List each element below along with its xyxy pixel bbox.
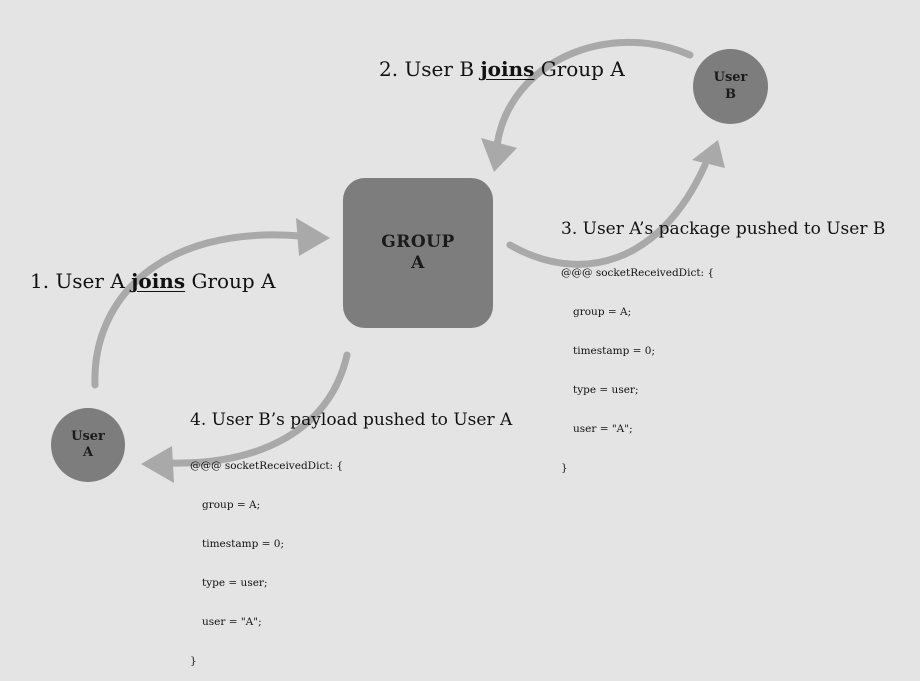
group-a-node: GROUP A — [343, 178, 493, 328]
step-1-pre: 1. User A — [30, 269, 132, 293]
user-a-node: User A — [51, 408, 125, 482]
arrowhead-to-user-b — [692, 140, 725, 168]
group-node-line2: A — [411, 253, 425, 273]
code-header: @@@ socketReceivedDict: { — [561, 267, 715, 279]
step-3-payload: @@@ socketReceivedDict: { group = A; tim… — [561, 241, 714, 488]
step-2-label: 2. User B joins Group A — [379, 57, 625, 81]
code-line: type = user; — [202, 577, 268, 589]
user-a-line1: User — [71, 428, 105, 444]
code-line: group = A; — [573, 306, 632, 318]
arrow-user-b-to-group — [493, 38, 694, 149]
code-header: @@@ socketReceivedDict: { — [190, 460, 344, 472]
arrow-group-to-user-a — [166, 351, 351, 467]
arrows-layer — [91, 38, 725, 483]
step-2-post: Group A — [534, 57, 625, 81]
code-footer: } — [561, 462, 568, 474]
user-b-line2: B — [725, 86, 736, 102]
group-node-line1: GROUP — [381, 231, 455, 252]
step-4-label: 4. User B’s payload pushed to User A — [190, 410, 513, 430]
user-a-line2: A — [82, 445, 94, 460]
step-1-post: Group A — [185, 269, 276, 293]
step-2-keyword: joins — [480, 57, 535, 81]
step-1-keyword: joins — [131, 269, 186, 293]
step-4-payload: @@@ socketReceivedDict: { group = A; tim… — [190, 434, 343, 681]
arrowhead-to-user-a — [141, 446, 174, 483]
code-line: type = user; — [573, 384, 639, 396]
user-b-line1: User — [713, 70, 748, 86]
code-line: group = A; — [202, 499, 261, 511]
arrowhead-to-group-top — [481, 138, 517, 172]
step-1-label: 1. User A joins Group A — [30, 269, 276, 293]
code-line: user = "A"; — [573, 423, 633, 435]
step-3-label: 3. User A’s package pushed to User B — [561, 219, 886, 239]
arrowhead-to-group-left — [296, 218, 330, 256]
code-line: timestamp = 0; — [202, 538, 284, 550]
arrow-group-to-user-b — [506, 161, 709, 268]
code-line: timestamp = 0; — [573, 345, 655, 357]
code-line: user = "A"; — [202, 616, 262, 628]
user-b-node: User B — [693, 49, 768, 124]
code-footer: } — [190, 655, 197, 667]
step-2-pre: 2. User B — [379, 57, 481, 81]
arrow-user-a-to-group — [91, 231, 304, 389]
